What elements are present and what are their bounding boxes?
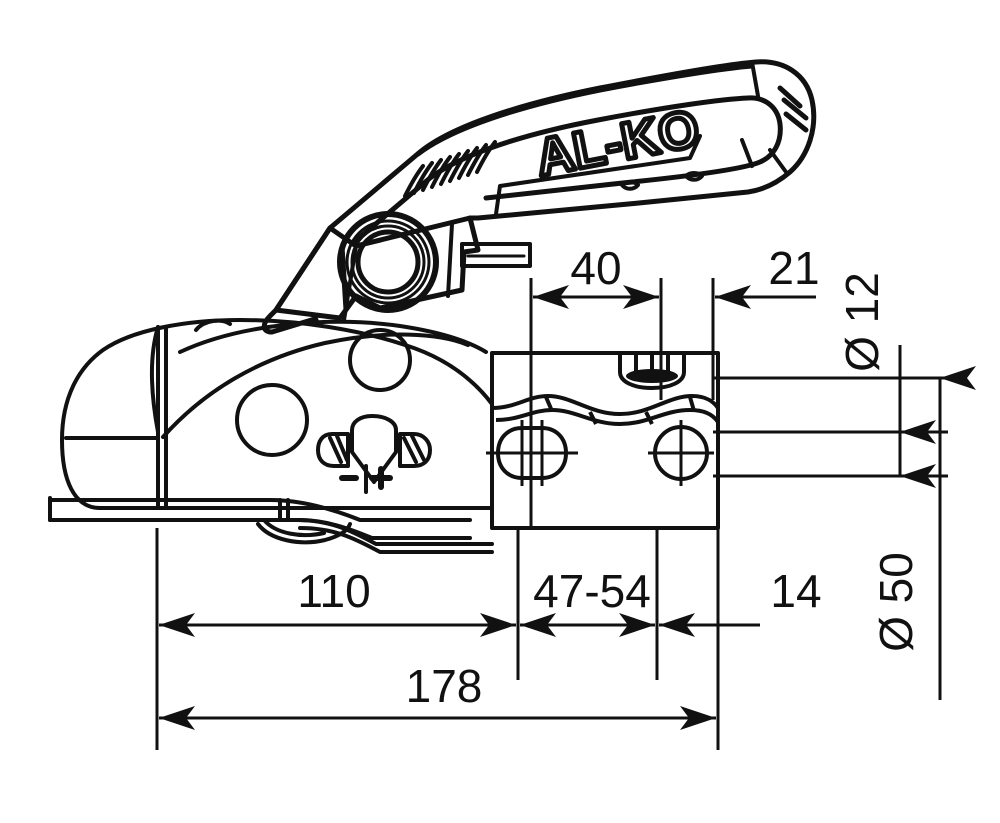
- adjuster-assembly: [316, 414, 432, 494]
- ball-socket-group: [337, 211, 439, 313]
- socket-bracket-group: [261, 226, 349, 335]
- handle-rivets: [620, 171, 704, 191]
- drawbar-slope-line-2: [298, 526, 494, 554]
- adjuster-right-lobe: [398, 432, 432, 468]
- adjuster-center-shield: [350, 414, 398, 484]
- adjuster-right-hatch-1: [402, 436, 418, 464]
- grip-rib: [466, 143, 488, 177]
- plate-rib-seam-2: [588, 411, 598, 425]
- handle-top-ridge: [415, 63, 755, 157]
- dim-label-21: 21: [768, 242, 819, 294]
- plate-rib-seam-4: [688, 396, 696, 412]
- dim-label-110: 110: [297, 565, 370, 617]
- handle-end-seam-3: [768, 148, 788, 174]
- handle-grip-ribs: [403, 140, 497, 198]
- dim-label-47-54: 47-54: [533, 565, 651, 617]
- mounting-plate-group: [486, 351, 720, 530]
- logo-plate-outline: [494, 134, 702, 216]
- grip-rib: [439, 152, 461, 186]
- grip-rib: [448, 149, 470, 183]
- plate-rib-lower: [495, 408, 720, 426]
- plate-rib-seam-1: [544, 396, 554, 412]
- inspection-hole-upper: [348, 328, 412, 392]
- socket-ring-mid-1: [345, 219, 431, 305]
- plate-rib-upper: [491, 394, 720, 416]
- grip-rib: [475, 140, 497, 174]
- grip-rib: [421, 158, 443, 192]
- grip-rib: [403, 164, 425, 198]
- coupling-body-group: [48, 318, 494, 554]
- ball-neck-bolt: [618, 353, 686, 390]
- drawbar-slope-line: [294, 518, 494, 546]
- underside-bolt: [256, 522, 352, 545]
- dim-label-178: 178: [406, 660, 483, 712]
- dimension-text-group: 40 21 Ø 12 Ø 50 110 47-54 14 178: [297, 242, 922, 712]
- socket-ring-inner: [355, 229, 421, 295]
- drawbar-flange-top: [48, 498, 472, 522]
- handle-rivet: [684, 171, 704, 182]
- inspection-hole-left: [235, 383, 309, 457]
- lever-trigger-seam-2: [446, 222, 454, 298]
- adjuster-right-hatch-2: [410, 434, 426, 462]
- socket-ring-mid-2: [350, 224, 426, 300]
- socket-ring-outer: [337, 211, 439, 313]
- adjuster-left-hatch-2: [335, 434, 349, 462]
- plate-rib-seam-3: [644, 411, 654, 425]
- dim-label-14: 14: [770, 565, 821, 617]
- socket-bracket-edge: [339, 245, 349, 311]
- adjuster-left-lobe: [316, 432, 350, 468]
- lever-pad: [460, 242, 532, 268]
- handle-end-seam: [750, 60, 760, 98]
- mounting-plate-outline: [490, 351, 720, 530]
- coupling-body-outline: [60, 318, 494, 510]
- grip-rib: [457, 146, 479, 180]
- grip-rib: [412, 161, 434, 195]
- round-hole: [648, 420, 714, 486]
- adjuster-left-hatch-1: [328, 436, 343, 464]
- handle-end-flute-3: [783, 111, 809, 133]
- nose-top-fillet: [149, 325, 160, 434]
- handle-end-flute-2: [781, 97, 809, 121]
- dim-label-d12: Ø 12: [836, 272, 888, 372]
- shell-upper-contour: [178, 319, 488, 354]
- top-lug: [194, 318, 232, 332]
- grip-rib: [430, 155, 452, 189]
- dim-label-40: 40: [570, 242, 621, 294]
- shell-inner-contour: [161, 332, 470, 439]
- handle-end-seam-2: [740, 138, 754, 168]
- handle-end-flute-1: [777, 85, 803, 109]
- dim-label-d50: Ø 50: [870, 552, 922, 652]
- dimension-lines-group: [155, 278, 976, 750]
- handle-rivet: [620, 180, 640, 191]
- socket-bracket-outline: [261, 226, 333, 335]
- underside-bolt-2: [262, 518, 326, 537]
